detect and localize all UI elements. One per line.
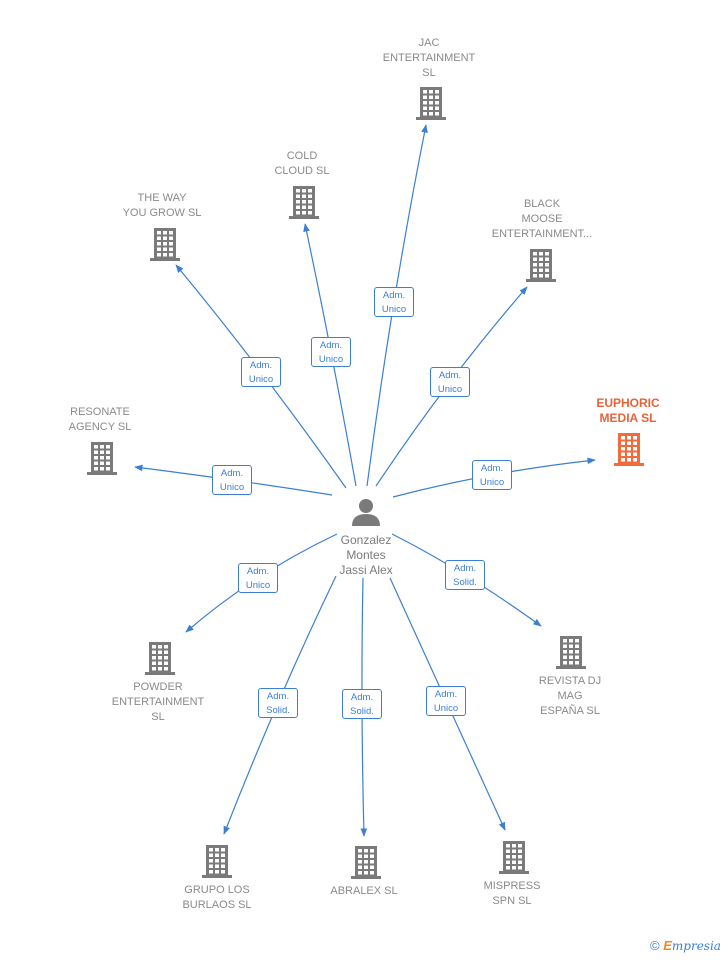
- edge-role-label-cold[interactable]: Adm. Unico: [311, 337, 351, 367]
- company-building-icon-black[interactable]: [526, 249, 556, 282]
- company-building-icon-abralex[interactable]: [351, 846, 381, 879]
- company-building-icon-mispress[interactable]: [499, 841, 529, 874]
- company-label-abralex[interactable]: ABRALEX SL: [330, 885, 398, 897]
- company-building-icon-jac[interactable]: [416, 87, 446, 120]
- company-label-powder[interactable]: POWDER ENTERTAINMENT SL: [111, 681, 205, 723]
- company-label-jac[interactable]: JAC ENTERTAINMENT SL: [382, 37, 476, 79]
- edge-role-label-powder[interactable]: Adm. Unico: [238, 563, 278, 593]
- company-label-resonate[interactable]: RESONATE AGENCY SL: [68, 406, 132, 433]
- edge-role-label-abralex[interactable]: Adm. Solid.: [342, 689, 382, 719]
- brand-logo-text: mpresia: [671, 939, 721, 953]
- person-label[interactable]: Gonzalez Montes Jassi Alex: [339, 533, 393, 577]
- edge-role-label-mispress[interactable]: Adm. Unico: [426, 686, 466, 716]
- copyright-icon: ©: [650, 938, 660, 953]
- edge-role-label-jac[interactable]: Adm. Unico: [374, 287, 414, 317]
- company-label-revista[interactable]: REVISTA DJ MAG ESPAÑA SL: [538, 675, 602, 717]
- company-label-cold[interactable]: COLD CLOUD SL: [274, 150, 330, 177]
- person-icon[interactable]: [352, 499, 380, 526]
- company-building-icon-euphoric[interactable]: [614, 433, 644, 466]
- company-building-icon-theway[interactable]: [150, 228, 180, 261]
- company-building-icon-grupo[interactable]: [202, 845, 232, 878]
- edge-role-label-black[interactable]: Adm. Unico: [430, 367, 470, 397]
- company-label-black[interactable]: BLACK MOOSE ENTERTAINMENT...: [491, 198, 593, 240]
- company-label-theway[interactable]: THE WAY YOU GROW SL: [122, 192, 202, 219]
- brand-footer: © Empresia: [650, 938, 721, 953]
- company-label-grupo[interactable]: GRUPO LOS BURLAOS SL: [182, 884, 252, 911]
- edge-role-label-euphoric[interactable]: Adm. Unico: [472, 460, 512, 490]
- company-building-icon-cold[interactable]: [289, 186, 319, 219]
- edge-role-label-resonate[interactable]: Adm. Unico: [212, 465, 252, 495]
- edge-role-label-theway[interactable]: Adm. Unico: [241, 357, 281, 387]
- company-building-icon-revista[interactable]: [556, 636, 586, 669]
- edge-role-label-grupo[interactable]: Adm. Solid.: [258, 688, 298, 718]
- brand-logo-letter: E: [663, 938, 672, 953]
- company-building-icon-resonate[interactable]: [87, 442, 117, 475]
- edge-role-label-revista[interactable]: Adm. Solid.: [445, 560, 485, 590]
- company-building-icon-powder[interactable]: [145, 642, 175, 675]
- company-label-euphoric[interactable]: EUPHORIC MEDIA SL: [596, 396, 660, 425]
- company-label-mispress[interactable]: MISPRESS SPN SL: [483, 880, 541, 907]
